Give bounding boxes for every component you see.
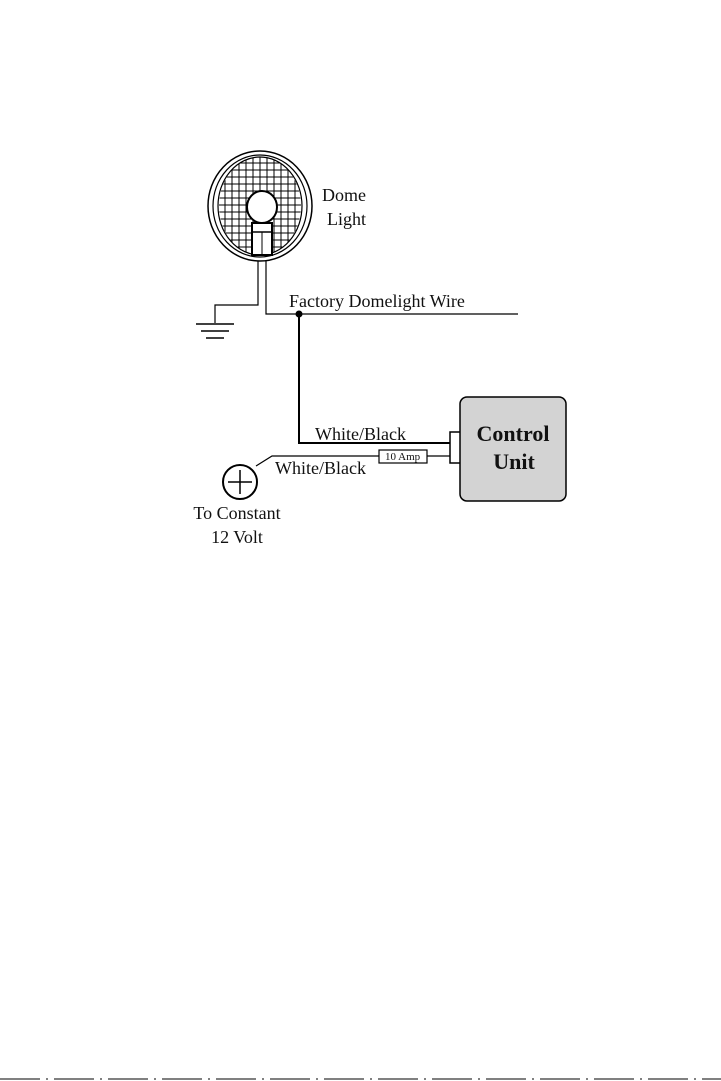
positive-terminal-icon <box>223 465 257 499</box>
ground-icon <box>196 324 234 338</box>
bulb-icon <box>247 191 277 255</box>
fuse-label: 10 Amp <box>385 451 421 463</box>
control-unit-label-2: Unit <box>493 449 535 474</box>
power-source-label: To Constant <box>193 503 280 523</box>
ground-wire <box>215 261 258 323</box>
power-source-label-2: 12 Volt <box>211 527 263 547</box>
dome-light-label-2: Light <box>327 209 366 229</box>
factory-wire-label: Factory Domelight Wire <box>289 291 465 311</box>
control-unit-label: Control <box>477 421 550 446</box>
fuse-icon: 10 Amp <box>379 450 427 463</box>
white-black-label-upper: White/Black <box>315 424 406 444</box>
dome-light-label: Dome <box>322 185 366 205</box>
dome-light-icon <box>208 151 312 261</box>
white-black-label-lower: White/Black <box>275 458 366 478</box>
